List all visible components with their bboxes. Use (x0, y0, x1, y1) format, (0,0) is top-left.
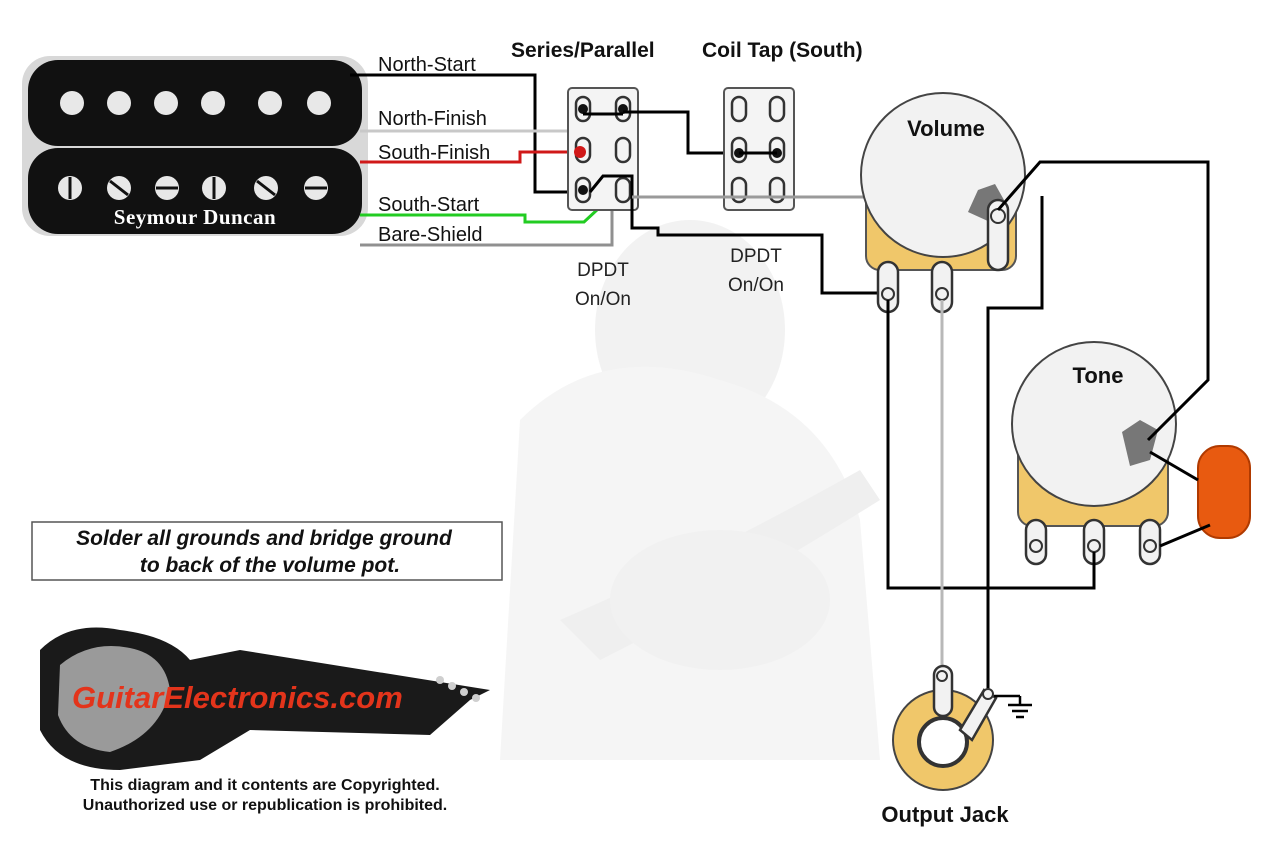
wire-south-start (360, 194, 614, 224)
series-parallel-switch: Series/Parallel DPDT On/On (511, 39, 885, 310)
south-coil-screws (58, 176, 328, 200)
copyright-line2: Unauthorized use or republication is pro… (83, 797, 447, 814)
tone-capacitor (1149, 445, 1251, 548)
copyright: This diagram and it contents are Copyrig… (83, 777, 447, 814)
wire-south-finish (360, 150, 578, 164)
output-jack-label: Output Jack (881, 802, 1009, 827)
ground-note: Solder all grounds and bridge ground to … (31, 521, 503, 581)
series-parallel-type-line2: On/On (575, 289, 631, 310)
pickup-wire-labels: North-Start North-Finish South-Finish So… (378, 54, 490, 246)
volume-label: Volume (907, 116, 985, 141)
label-north-finish: North-Finish (378, 108, 487, 130)
label-south-start: South-Start (378, 194, 480, 216)
note-line1: Solder all grounds and bridge ground (76, 527, 453, 550)
ground-icon (994, 694, 1032, 719)
output-jack: Output Jack (881, 664, 1032, 827)
pot-wires (886, 160, 1210, 690)
pickup-brand: Seymour Duncan (114, 205, 276, 229)
coil-tap-switch: Coil Tap (South) DPDT On/On (702, 39, 863, 296)
north-coil-poles (60, 91, 331, 115)
guitarelectronics-logo: GuitarElectronics.com (40, 627, 490, 770)
label-south-finish: South-Finish (378, 142, 490, 164)
copyright-line1: This diagram and it contents are Copyrig… (90, 777, 439, 794)
wire-north-start (350, 73, 580, 194)
label-bare-shield: Bare-Shield (378, 224, 483, 246)
series-parallel-type-line1: DPDT (577, 260, 629, 281)
wire-bare-shield (360, 200, 614, 247)
coil-tap-type-line2: On/On (728, 275, 784, 296)
background-watermark (500, 220, 880, 760)
volume-pot: Volume (860, 92, 1026, 314)
label-north-start: North-Start (378, 54, 476, 76)
note-line2: to back of the volume pot. (140, 554, 400, 577)
humbucker-pickup: Seymour Duncan (22, 56, 368, 236)
logo-site-text: GuitarElectronics.com (72, 680, 403, 715)
tone-label: Tone (1073, 363, 1124, 388)
coil-tap-type-line1: DPDT (730, 246, 782, 267)
tone-pot: Tone (1011, 341, 1177, 566)
coil-tap-title: Coil Tap (South) (702, 39, 863, 62)
series-parallel-title: Series/Parallel (511, 39, 655, 62)
